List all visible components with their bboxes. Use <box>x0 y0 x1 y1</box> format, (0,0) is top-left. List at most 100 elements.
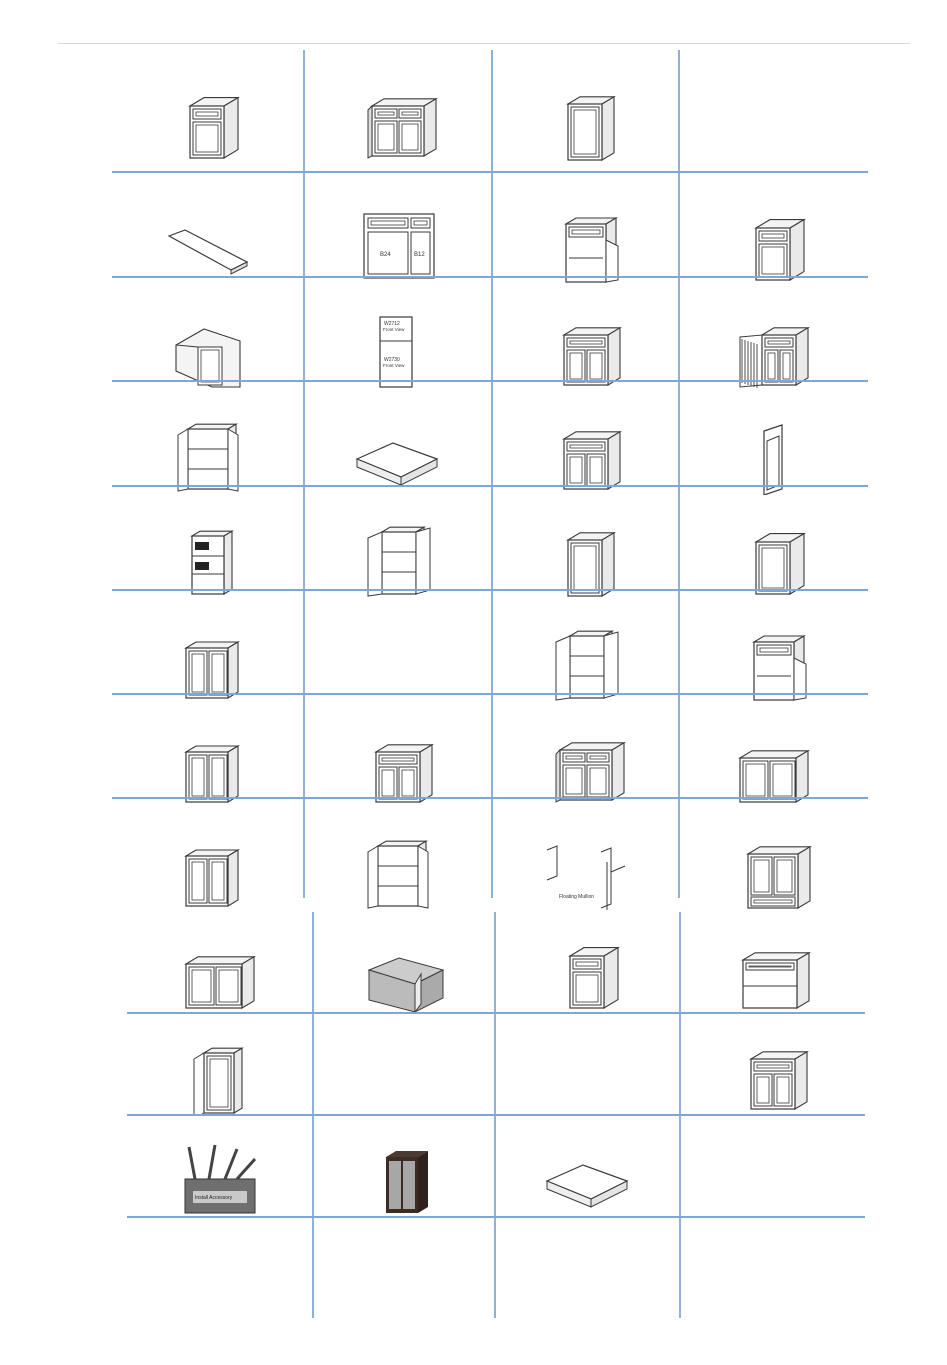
option-cell <box>304 590 492 694</box>
option-cell <box>680 912 865 1013</box>
row-divider <box>127 1012 865 1014</box>
row-divider <box>112 797 868 799</box>
option-cell <box>679 694 868 803</box>
column-divider <box>678 50 680 898</box>
combo-wall-label-3: W2730 <box>384 357 400 363</box>
option-cell <box>127 1013 313 1120</box>
option-cell <box>679 486 868 595</box>
top-valance-cabinet-icon <box>731 934 815 1019</box>
option-cell <box>313 1115 495 1217</box>
glass-door-cabinet-icon <box>364 1137 444 1222</box>
option-cell: Install Accessory <box>127 1115 313 1217</box>
combo-wall-label-1: W2712 <box>384 321 400 327</box>
top-divider <box>58 43 910 44</box>
open-double-cabinet-icon <box>546 624 626 709</box>
option-cell <box>304 486 492 597</box>
open-double-cabinet-icon <box>358 520 438 605</box>
wall-cabinet-icon <box>168 832 248 917</box>
drawer-cabinet-icon <box>548 934 628 1019</box>
tall-door-cabinet-icon <box>546 520 626 605</box>
option-cell <box>304 694 492 803</box>
option-cell <box>492 277 679 386</box>
beadboard-cabinet-icon <box>734 311 814 396</box>
row-divider <box>127 1114 865 1116</box>
double-door-base-icon <box>733 1035 813 1120</box>
row-divider <box>112 276 868 278</box>
double-door-base-icon <box>358 728 438 813</box>
open-wall-cabinet-icon <box>358 832 438 917</box>
option-cell <box>112 172 304 277</box>
row-divider <box>127 1216 865 1218</box>
option-cell <box>680 1013 865 1115</box>
column-divider <box>303 50 305 898</box>
wide-wall-cabinet-icon <box>178 934 262 1019</box>
row-divider <box>112 485 868 487</box>
option-cell <box>313 1217 495 1318</box>
row-divider <box>112 171 868 173</box>
mullion-detail-icon: Floating Mullion <box>541 832 631 917</box>
matching-interior-cabinet-icon <box>359 934 449 1019</box>
option-cell <box>492 486 679 597</box>
option-cell <box>492 381 679 490</box>
option-cell <box>112 694 304 803</box>
combo-base-label-b12: B12 <box>414 252 425 258</box>
invert-frame-cabinet-icon <box>734 832 814 917</box>
option-cell <box>492 694 679 803</box>
combo-wall-label-2: Front View <box>383 327 405 332</box>
tool-box-icon: Install Accessory <box>175 1137 265 1222</box>
column-divider <box>491 50 493 898</box>
drawer-cabinet-icon <box>734 206 814 291</box>
option-cell <box>304 798 492 909</box>
full-height-door-icon <box>734 520 814 605</box>
option-cell <box>304 381 492 486</box>
open-base-cabinet-icon <box>734 624 814 709</box>
option-cell <box>492 50 679 172</box>
option-cell <box>112 277 304 388</box>
toolbox-label: Install Accessory <box>195 1195 233 1201</box>
option-cell <box>492 590 679 701</box>
option-cell <box>679 590 868 701</box>
option-cell <box>495 912 680 1013</box>
corner-cabinet-icon <box>168 311 248 396</box>
clipped-corner-cabinet-icon <box>546 728 626 813</box>
option-cell <box>680 1115 865 1217</box>
option-cell <box>495 1013 680 1115</box>
option-cell <box>127 1217 313 1318</box>
wall-cabinet-icon <box>168 624 248 709</box>
option-cell <box>313 1013 495 1115</box>
row-divider <box>112 693 868 695</box>
option-cell <box>679 277 868 388</box>
double-door-base-icon <box>546 415 626 500</box>
option-cell <box>679 798 868 909</box>
clipped-corner-cabinet-icon <box>358 84 438 169</box>
option-cell: Floating Mullion <box>492 798 679 910</box>
option-cell <box>112 50 304 172</box>
option-cell <box>112 486 304 595</box>
tall-door-cabinet-icon <box>546 84 626 169</box>
combo-wall-label-4: Front View <box>383 363 405 368</box>
open-wall-cabinet-icon <box>168 415 248 500</box>
double-door-base-icon <box>546 311 626 396</box>
open-shelf-cabinet-icon <box>168 520 248 605</box>
option-cell <box>679 172 868 281</box>
option-cell <box>495 1115 680 1217</box>
option-cell <box>679 381 868 496</box>
option-cell <box>112 798 304 907</box>
option-cell <box>495 1217 680 1318</box>
option-cell <box>680 1217 865 1318</box>
end-panel-icon <box>180 1035 260 1120</box>
row-divider <box>112 380 868 382</box>
option-cell <box>304 50 492 172</box>
option-cell <box>127 912 313 1013</box>
drawer-box-icon <box>543 1137 633 1222</box>
mullion-label: Floating Mullion <box>559 894 594 900</box>
drawer-box-icon <box>353 415 443 500</box>
option-cell <box>112 381 304 492</box>
option-cell <box>679 50 868 172</box>
open-base-cabinet-icon <box>546 206 626 291</box>
wall-cabinet-icon <box>168 728 248 813</box>
